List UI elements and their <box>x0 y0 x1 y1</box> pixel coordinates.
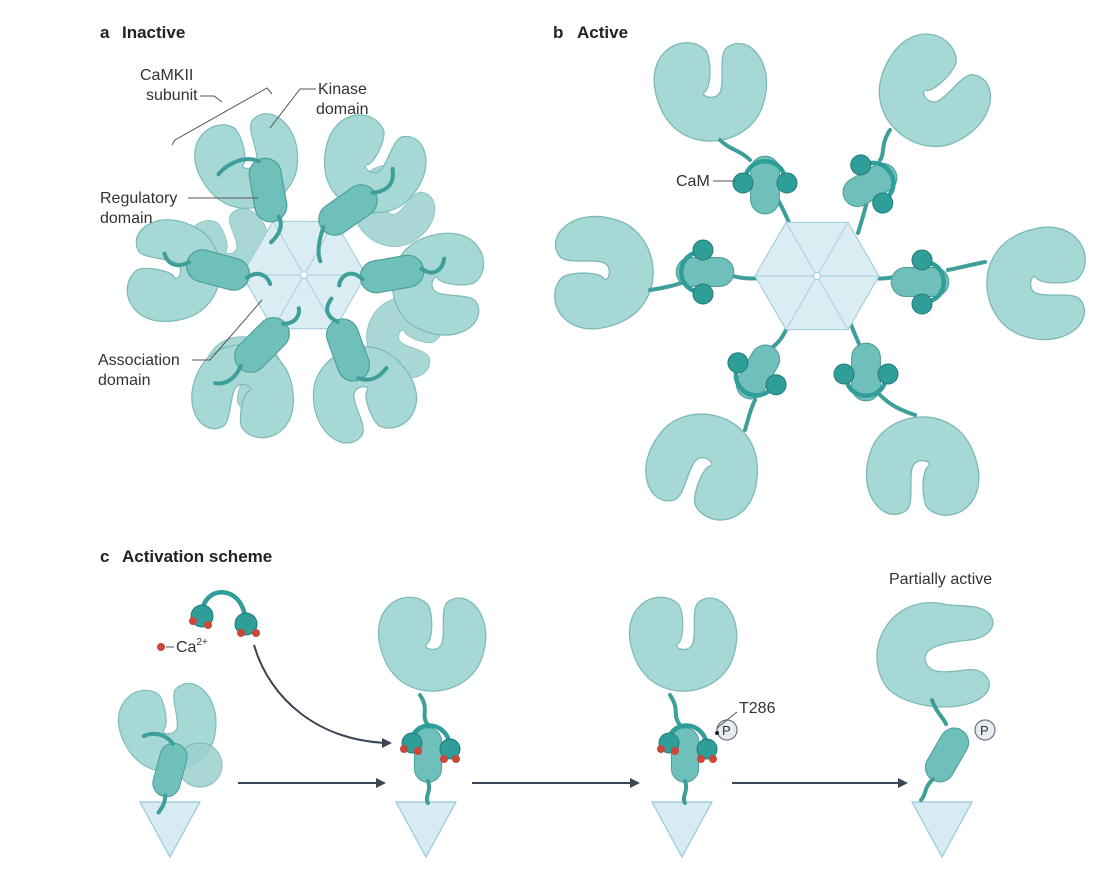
leader-subunit <box>200 95 223 103</box>
panel-c: c Activation scheme Ca2+ <box>100 547 996 859</box>
panel-b-title: Active <box>577 23 628 42</box>
stage-partially-active: Partially active P <box>876 571 996 859</box>
regulatory-domain-with-cam <box>675 239 735 305</box>
label-partially-active: Partially active <box>889 571 992 588</box>
label-association-line2: domain <box>98 372 150 389</box>
regulatory-domain <box>216 155 290 245</box>
label-calcium-symbol: Ca <box>176 639 197 656</box>
kinase-domain <box>986 226 1086 341</box>
regulatory-domain <box>162 245 273 295</box>
calcium-ion-dot <box>157 643 165 651</box>
kinase-domain <box>186 106 310 221</box>
regulatory-domain <box>337 252 447 296</box>
stage-cam-bound <box>377 596 487 859</box>
regulatory-domain <box>321 296 389 387</box>
regulatory-domain-with-cam <box>837 154 903 214</box>
inactive-holoenzyme <box>121 104 487 452</box>
kinase-domain <box>854 19 1006 170</box>
regulatory-domain-with-cam <box>890 249 950 315</box>
leader-kinase <box>269 88 316 129</box>
panel-a: a Inactive <box>98 23 487 452</box>
regulatory-domain-with-cam <box>727 339 787 405</box>
leader-association <box>192 299 263 361</box>
active-holoenzyme <box>554 19 1086 530</box>
panel-c-title: Activation scheme <box>122 547 272 566</box>
panel-a-letter: a <box>100 23 110 42</box>
calmodulin-lobe <box>732 172 754 194</box>
association-hub <box>754 221 880 331</box>
panel-b-letter: b <box>553 23 563 42</box>
association-domain-triangle <box>138 801 202 859</box>
calmodulin-with-calcium <box>189 590 260 637</box>
label-calcium-charge: 2+ <box>196 637 208 648</box>
label-association-line1: Association <box>98 352 180 369</box>
kinase-domain <box>634 397 776 530</box>
phosphate-badge <box>974 719 996 741</box>
regulatory-domain <box>213 306 302 386</box>
label-kinase-line1: Kinase <box>318 81 367 98</box>
kinase-domain <box>554 215 654 330</box>
kinase-domain <box>865 416 980 516</box>
phosphate-label: P <box>722 723 731 738</box>
label-regulatory-line1: Regulatory <box>100 190 177 207</box>
stage-inactive <box>112 678 225 859</box>
stage-phosphorylated: P T286 <box>628 596 776 859</box>
panel-b: b Active <box>553 19 1086 530</box>
label-t286: T286 <box>739 700 776 717</box>
panel-c-letter: c <box>100 547 109 566</box>
label-camkii-subunit-line2: subunit <box>146 87 198 104</box>
label-cam: CaM <box>676 173 710 190</box>
calmodulin-lobe <box>776 172 798 194</box>
regulatory-domain <box>312 167 395 264</box>
label-regulatory-line2: domain <box>100 210 152 227</box>
bracket-subunit <box>171 87 273 146</box>
panel-a-title: Inactive <box>122 23 185 42</box>
binding-arrow <box>253 644 391 744</box>
label-camkii-subunit-line1: CaMKII <box>140 67 193 84</box>
label-kinase-line2: domain <box>316 101 368 118</box>
label-calcium: Ca2+ <box>176 637 208 656</box>
kinase-domain <box>653 42 768 142</box>
regulatory-domain-with-cam <box>732 155 798 215</box>
phosphate-label: P <box>980 723 989 738</box>
regulatory-domain-with-cam <box>833 342 899 402</box>
